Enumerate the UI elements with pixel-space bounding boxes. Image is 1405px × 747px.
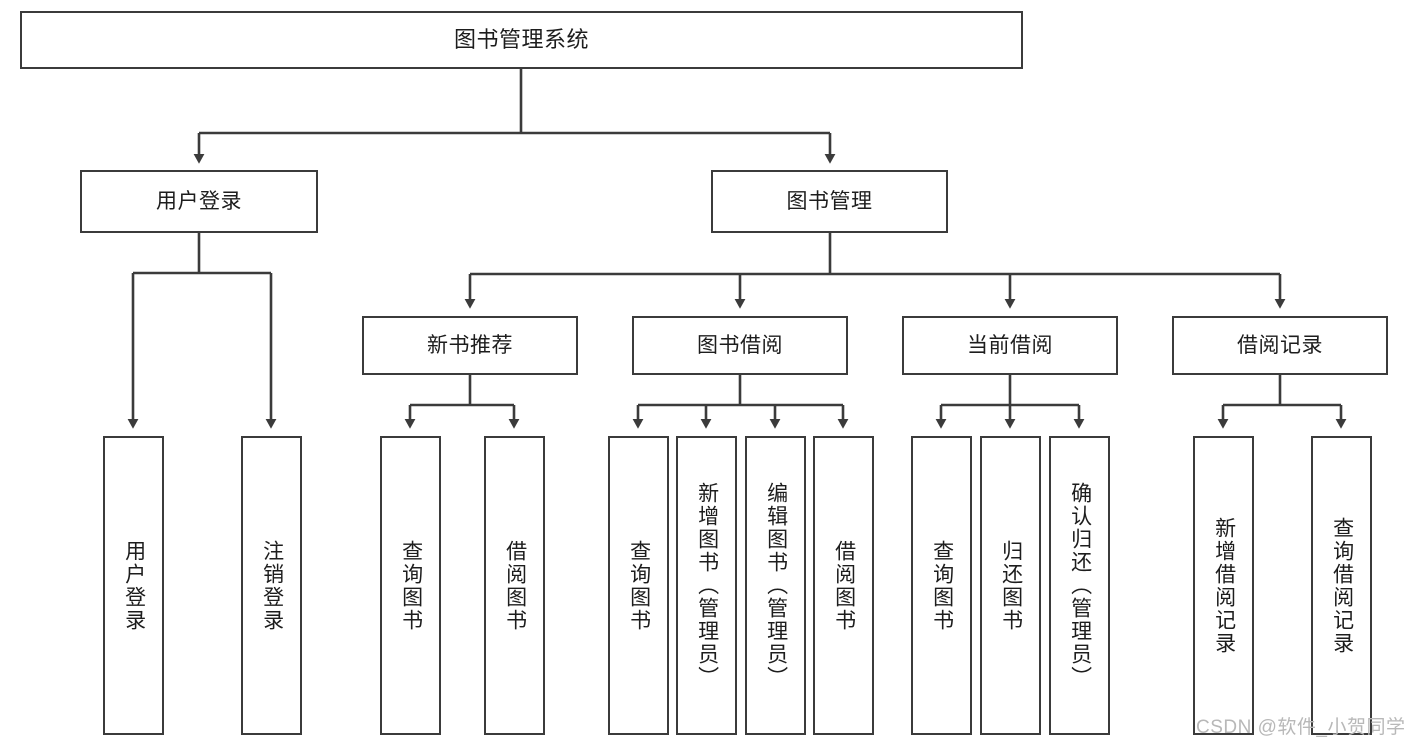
node-label: 查询图书 [627, 539, 651, 632]
node-label: 编辑图书（管理员） [764, 482, 788, 689]
node-label: 当前借阅 [967, 333, 1053, 357]
node-new-book-recommend[interactable]: 新书推荐 [362, 316, 578, 375]
node-root-book-management-system[interactable]: 图书管理系统 [20, 11, 1023, 69]
leaf-borrow-query-book[interactable]: 查询图书 [608, 436, 669, 735]
node-label: 借阅图书 [503, 539, 527, 632]
node-label: 查询图书 [399, 539, 423, 632]
node-label: 借阅记录 [1237, 333, 1323, 357]
node-book-borrow[interactable]: 图书借阅 [632, 316, 848, 375]
node-borrow-record[interactable]: 借阅记录 [1172, 316, 1388, 375]
leaf-current-return-book[interactable]: 归还图书 [980, 436, 1041, 735]
leaf-borrow-add-book-admin[interactable]: 新增图书（管理员） [676, 436, 737, 735]
node-book-management[interactable]: 图书管理 [711, 170, 948, 233]
node-label: 查询图书 [930, 539, 954, 632]
leaf-borrow-edit-book-admin[interactable]: 编辑图书（管理员） [745, 436, 806, 735]
leaf-borrow-borrow-book[interactable]: 借阅图书 [813, 436, 874, 735]
node-user-login[interactable]: 用户登录 [80, 170, 318, 233]
node-current-borrow[interactable]: 当前借阅 [902, 316, 1118, 375]
node-label: 用户登录 [122, 539, 146, 632]
leaf-current-confirm-return-admin[interactable]: 确认归还（管理员） [1049, 436, 1110, 735]
node-label: 图书借阅 [697, 333, 783, 357]
node-label: 确认归还（管理员） [1068, 482, 1092, 689]
leaf-recommend-query-book[interactable]: 查询图书 [380, 436, 441, 735]
node-label: 新增借阅记录 [1212, 516, 1236, 655]
leaf-recommend-borrow-book[interactable]: 借阅图书 [484, 436, 545, 735]
node-label: 查询借阅记录 [1330, 516, 1354, 655]
node-label: 注销登录 [260, 539, 284, 632]
node-label: 图书管理系统 [453, 26, 589, 52]
node-label: 新书推荐 [427, 333, 513, 357]
leaf-record-query-borrow-record[interactable]: 查询借阅记录 [1311, 436, 1372, 735]
node-label: 新增图书（管理员） [695, 482, 719, 689]
node-label: 图书管理 [786, 189, 873, 213]
node-label: 用户登录 [156, 189, 242, 213]
watermark-csdn: CSDN @软件_小贺同学 [1196, 717, 1405, 738]
leaf-user-login-login[interactable]: 用户登录 [103, 436, 164, 735]
leaf-record-add-borrow-record[interactable]: 新增借阅记录 [1193, 436, 1254, 735]
node-label: 借阅图书 [832, 539, 856, 632]
leaf-current-query-book[interactable]: 查询图书 [911, 436, 972, 735]
leaf-user-login-logout[interactable]: 注销登录 [241, 436, 302, 735]
node-label: 归还图书 [999, 539, 1023, 632]
